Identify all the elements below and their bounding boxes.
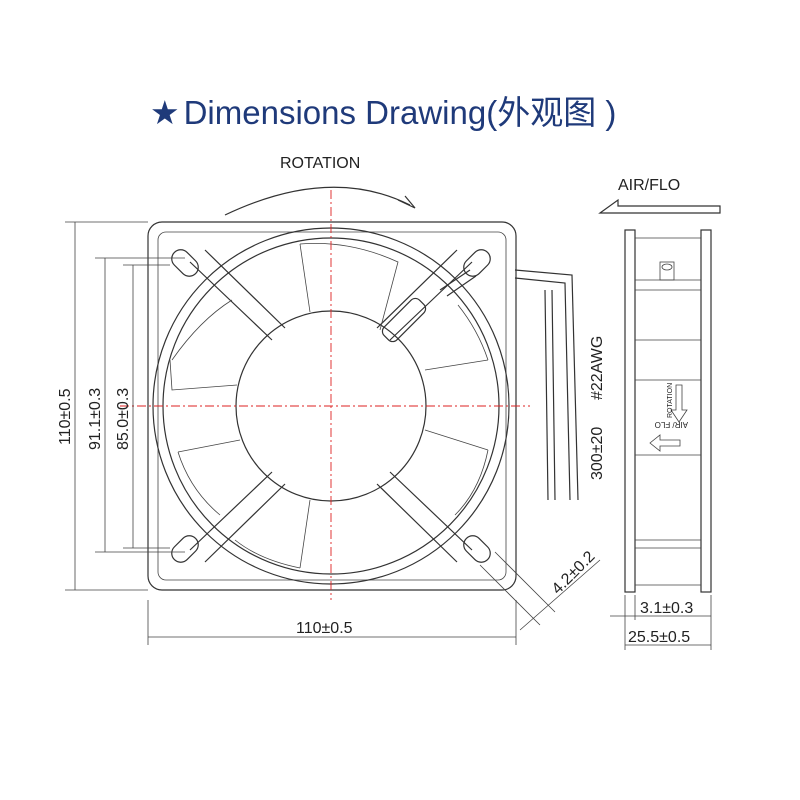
height-dimensions: 110±0.5 91.1±0.3 85.0±0.3 [57, 221, 185, 591]
side-airflow-label: AIR/ FLO [655, 420, 688, 429]
side-rotation-label: ROTATION [667, 383, 674, 418]
hole-pitch-label: 85.0±0.3 [115, 388, 132, 450]
rotation-arrowhead-icon [397, 195, 416, 209]
height-outer-label: 110±0.5 [57, 388, 74, 445]
drawing-title: ★Dimensions Drawing(外观图 ) [150, 86, 616, 134]
depth-label: 25.5±0.5 [628, 629, 690, 646]
title-text: Dimensions Drawing(外观图 ) [183, 94, 617, 131]
side-rotation-arrow-icon [670, 384, 688, 423]
center-lines [120, 190, 530, 600]
hole-dia-leader [479, 551, 601, 631]
star-icon: ★ [150, 94, 180, 131]
rotation-label: ROTATION [280, 155, 360, 172]
flange-label: 3.1±0.3 [640, 600, 693, 617]
depth-dimension-lines [610, 595, 712, 650]
width-outer-label: 110±0.5 [296, 620, 353, 637]
wire-gauge-label: #22AWG [589, 336, 606, 400]
rotation-arc [224, 186, 411, 216]
fan-side-view: ROTATION AIR/ FLO [624, 229, 712, 593]
lead-length-label: 300±20 [589, 427, 606, 480]
airflow-label: AIR/FLO [618, 177, 680, 194]
airflow-arrow-icon [598, 198, 721, 214]
side-airflow-arrow-icon [649, 434, 681, 452]
hole-pitch-outer-label: 91.1±0.3 [87, 388, 104, 450]
width-dimension: 110±0.5 [147, 600, 517, 645]
lead-wires [514, 269, 579, 501]
hole-dia-label: 4.2±0.2 [549, 548, 599, 598]
